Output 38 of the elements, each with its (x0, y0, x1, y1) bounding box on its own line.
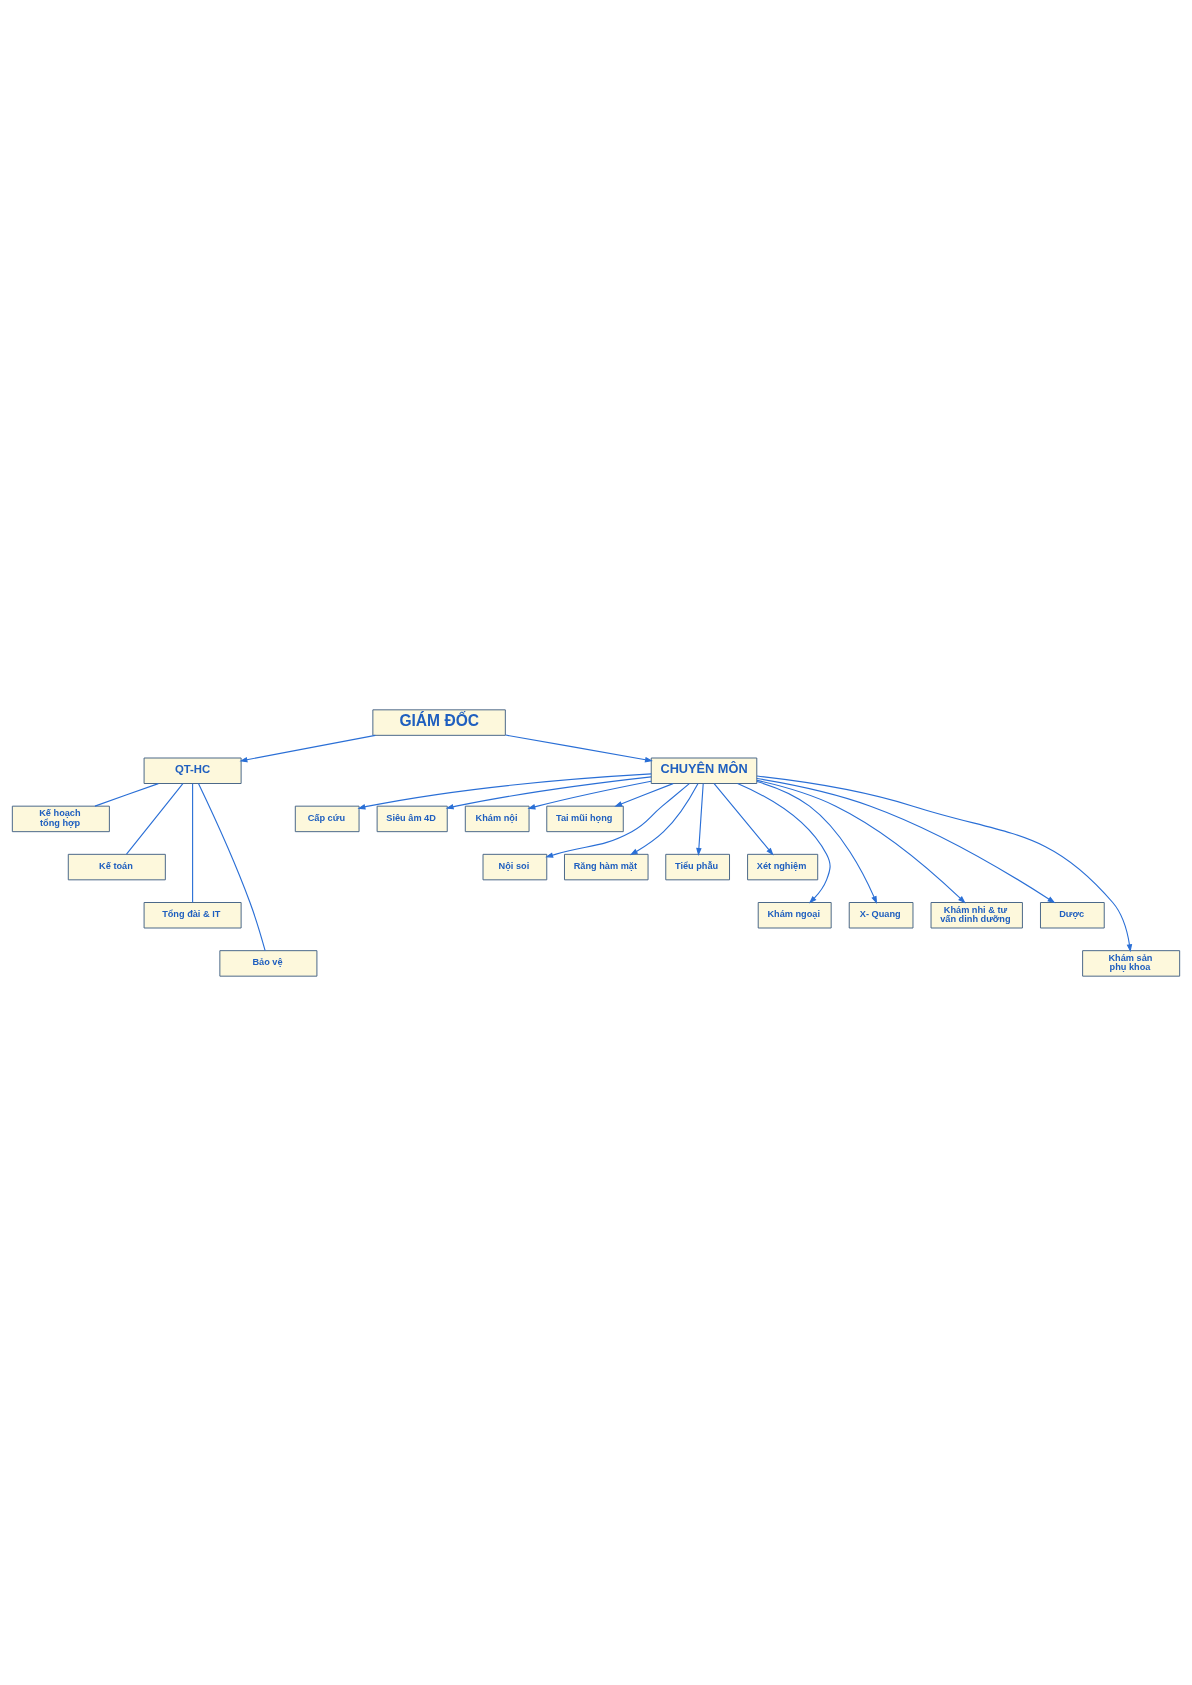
connector (197, 782, 266, 951)
node-box: Tổng đài & IT (143, 901, 242, 928)
arrow (713, 782, 774, 856)
arrow (737, 782, 831, 904)
node-box: Tiểu phẫu (665, 853, 730, 880)
node-box: X- Quang (848, 901, 914, 928)
node-box: Khám ngoại (757, 901, 832, 928)
arrow (357, 772, 652, 809)
node-box: Kế toán (67, 853, 166, 880)
node-box: Kế hoạch tổng hợp (11, 805, 110, 832)
node-box: Khám nhi & tư vấn dinh dưỡng (930, 901, 1023, 928)
connector (94, 782, 159, 807)
arrow (527, 780, 652, 809)
arrow (756, 779, 966, 903)
node-box: Cấp cứu (294, 805, 360, 832)
arrow (505, 733, 653, 762)
node-box: QT-HC (143, 757, 242, 784)
node-box: Khám nội (464, 805, 530, 832)
arrow (445, 775, 652, 809)
arrow (756, 780, 878, 904)
node-box: Khám sản phụ khoa (1082, 949, 1181, 977)
arrow (756, 777, 1056, 903)
node-box: CHUYÊN MÔN (650, 757, 758, 784)
arrow (629, 782, 699, 855)
arrow (239, 734, 376, 762)
node-box: GIÁM ĐỐC (372, 708, 506, 736)
arrow (756, 774, 1133, 952)
arrow (696, 782, 704, 856)
connector (125, 782, 184, 855)
arrow (614, 782, 674, 807)
node-box: Tai mũi họng (546, 805, 624, 832)
node-box: Bảo vệ (219, 949, 318, 977)
node-box: Nội soi (482, 853, 548, 880)
node-box: Răng hàm mặt (564, 853, 649, 880)
node-box: Siêu âm 4D (376, 805, 448, 832)
node-box: Xét nghiệm (747, 853, 819, 880)
connector (192, 782, 194, 903)
node-box: Dược (1040, 901, 1105, 928)
